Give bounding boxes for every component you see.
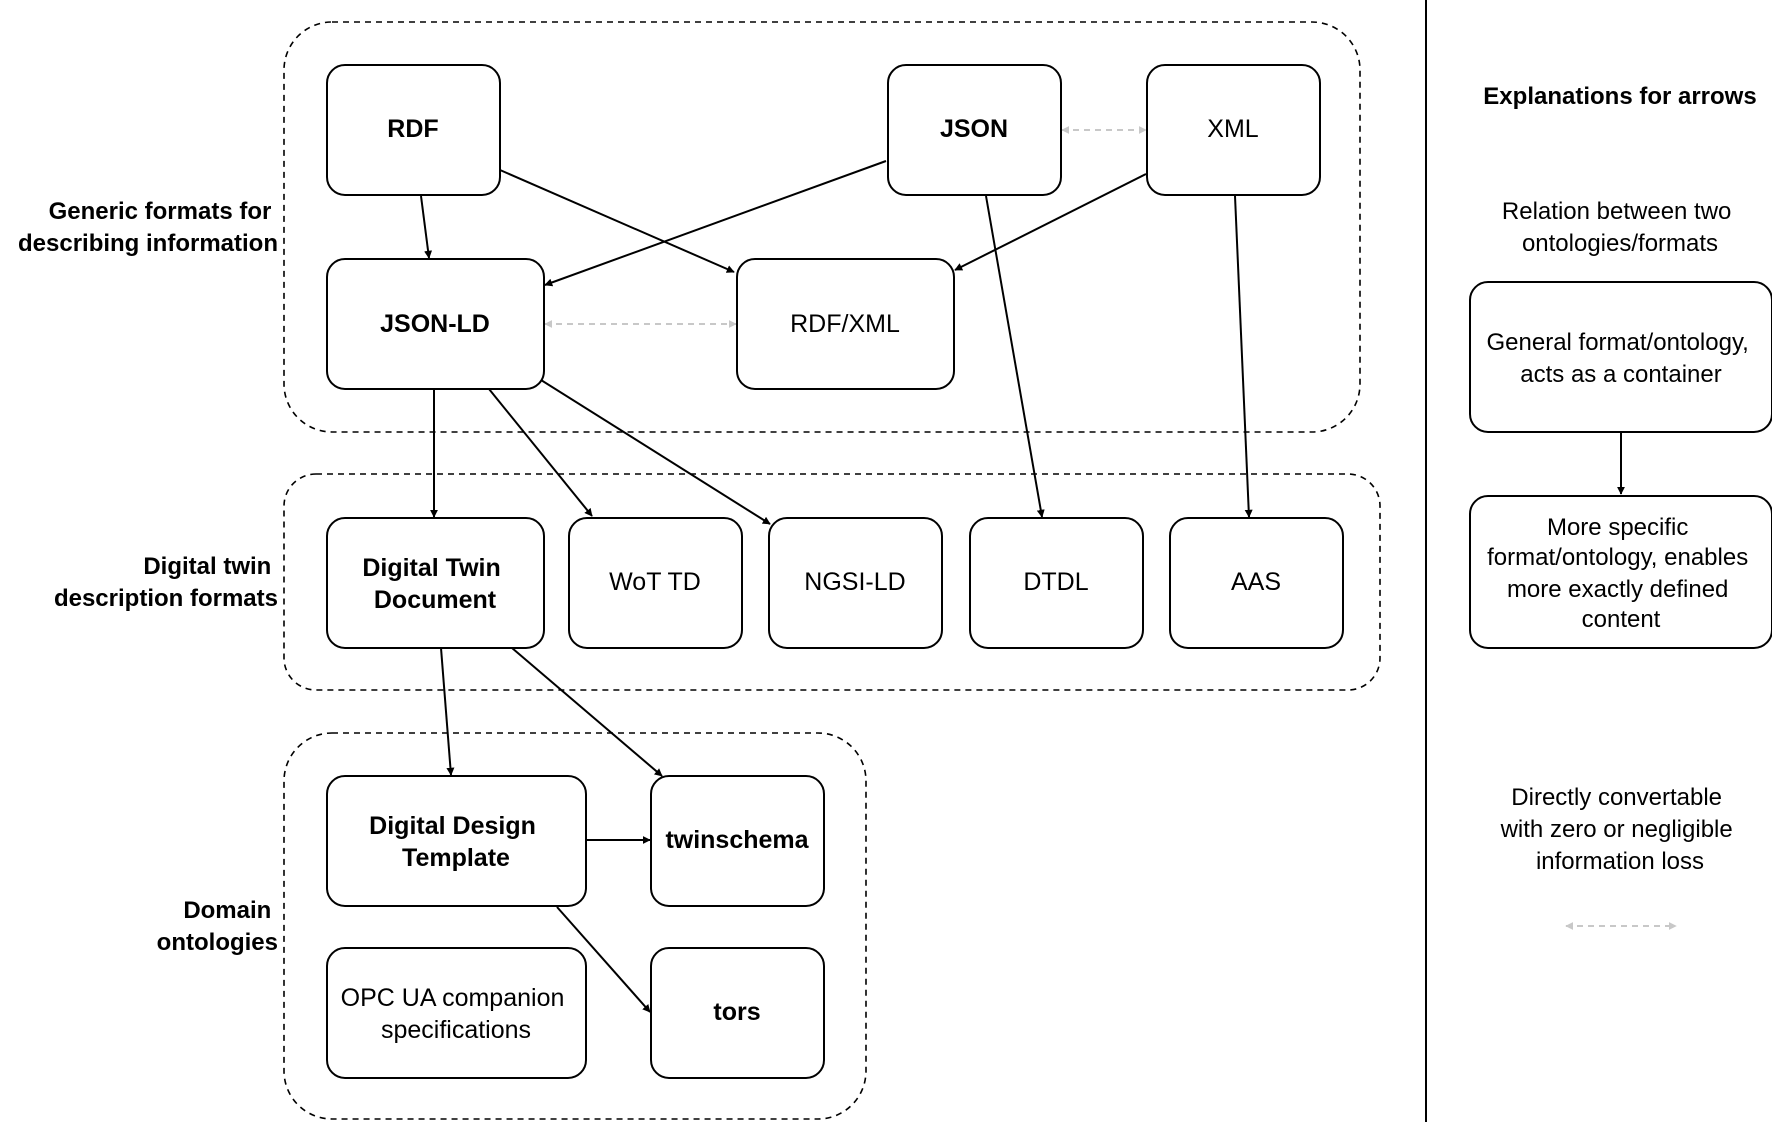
node-xml: XML bbox=[1146, 64, 1321, 196]
group-label-digital-twin: Digital twin description formats bbox=[54, 553, 278, 612]
node-wot-td: WoT TD bbox=[568, 517, 743, 649]
svg-text:DTDL: DTDL bbox=[1023, 568, 1088, 596]
svg-text:RDF: RDF bbox=[387, 115, 438, 143]
svg-text:RDF/XML: RDF/XML bbox=[790, 310, 900, 338]
node-twinschema: twinschema bbox=[650, 775, 825, 907]
group-generic-formats bbox=[283, 21, 1361, 433]
svg-text:More specific format/ont: More specific format/ontology, enables m… bbox=[1487, 514, 1755, 633]
svg-text:JSON: JSON bbox=[940, 115, 1008, 143]
node-opc-ua-companion-specifications: OPC UA companion specifications bbox=[326, 947, 587, 1079]
node-rdf: RDF bbox=[326, 64, 501, 196]
svg-text:Digital Twin Document: Digital Twin Document bbox=[362, 554, 507, 614]
node-digital-design-template: Digital Design Template bbox=[326, 775, 587, 907]
legend-general-box: General format/ontology, acts as a conta… bbox=[1469, 281, 1772, 433]
arrow-xml-to-rdfxml bbox=[954, 173, 1147, 271]
svg-text:AAS: AAS bbox=[1231, 568, 1281, 596]
legend-convertible-caption: Directly convertable with zero or neglig… bbox=[1500, 784, 1740, 875]
svg-text:General format/ontology,: General format/ontology, acts as a conta… bbox=[1486, 329, 1755, 388]
node-ngsi-ld: NGSI-LD bbox=[768, 517, 943, 649]
svg-text:OPC UA companion specifi: OPC UA companion specifications bbox=[341, 984, 572, 1044]
node-rdf-xml: RDF/XML bbox=[736, 258, 955, 390]
svg-text:twinschema: twinschema bbox=[665, 826, 809, 854]
arrow-rdf-to-jsonld bbox=[420, 195, 433, 259]
arrow-rdf-to-rdfxml bbox=[499, 169, 735, 273]
node-aas: AAS bbox=[1169, 517, 1344, 649]
svg-text:Digital Design Template: Digital Design Template bbox=[369, 812, 543, 872]
arrow-json-to-jsonld bbox=[544, 160, 887, 287]
arrow-json-to-dtdl bbox=[985, 195, 1045, 518]
group-digital-twin-formats bbox=[283, 473, 1381, 691]
svg-text:tors: tors bbox=[713, 998, 760, 1026]
arrow-xml-to-aas bbox=[1234, 195, 1253, 518]
svg-text:JSON-LD: JSON-LD bbox=[380, 310, 490, 338]
group-label-domain: Domain ontologies bbox=[157, 897, 278, 956]
legend-title: Explanations for arrows bbox=[1483, 83, 1756, 110]
arrow-jsonld-to-ngsild bbox=[540, 379, 771, 525]
legend-specific-box: More specific format/ontology, enables m… bbox=[1469, 495, 1772, 649]
node-tors: tors bbox=[650, 947, 825, 1079]
legend-relation-caption: Relation between two ontologies/formats bbox=[1502, 198, 1738, 257]
node-digital-twin-document: Digital Twin Document bbox=[326, 517, 545, 649]
group-label-generic: Generic formats for describing informati… bbox=[18, 198, 278, 257]
group-domain-ontologies bbox=[283, 732, 867, 1120]
svg-text:NGSI-LD: NGSI-LD bbox=[804, 568, 905, 596]
svg-text:WoT TD: WoT TD bbox=[609, 568, 701, 596]
arrow-dtd-to-twinschema bbox=[511, 647, 663, 777]
convertible-arrows bbox=[544, 126, 1677, 930]
node-dtdl: DTDL bbox=[969, 517, 1144, 649]
relation-arrows bbox=[420, 160, 1625, 1013]
arrow-dtd-to-ddt bbox=[440, 647, 455, 776]
node-json-ld: JSON-LD bbox=[326, 258, 545, 390]
node-json: JSON bbox=[887, 64, 1062, 196]
arrow-jsonld-to-wottd bbox=[488, 388, 593, 517]
arrow-ddt-to-tors bbox=[556, 906, 651, 1013]
svg-text:XML: XML bbox=[1207, 115, 1259, 143]
